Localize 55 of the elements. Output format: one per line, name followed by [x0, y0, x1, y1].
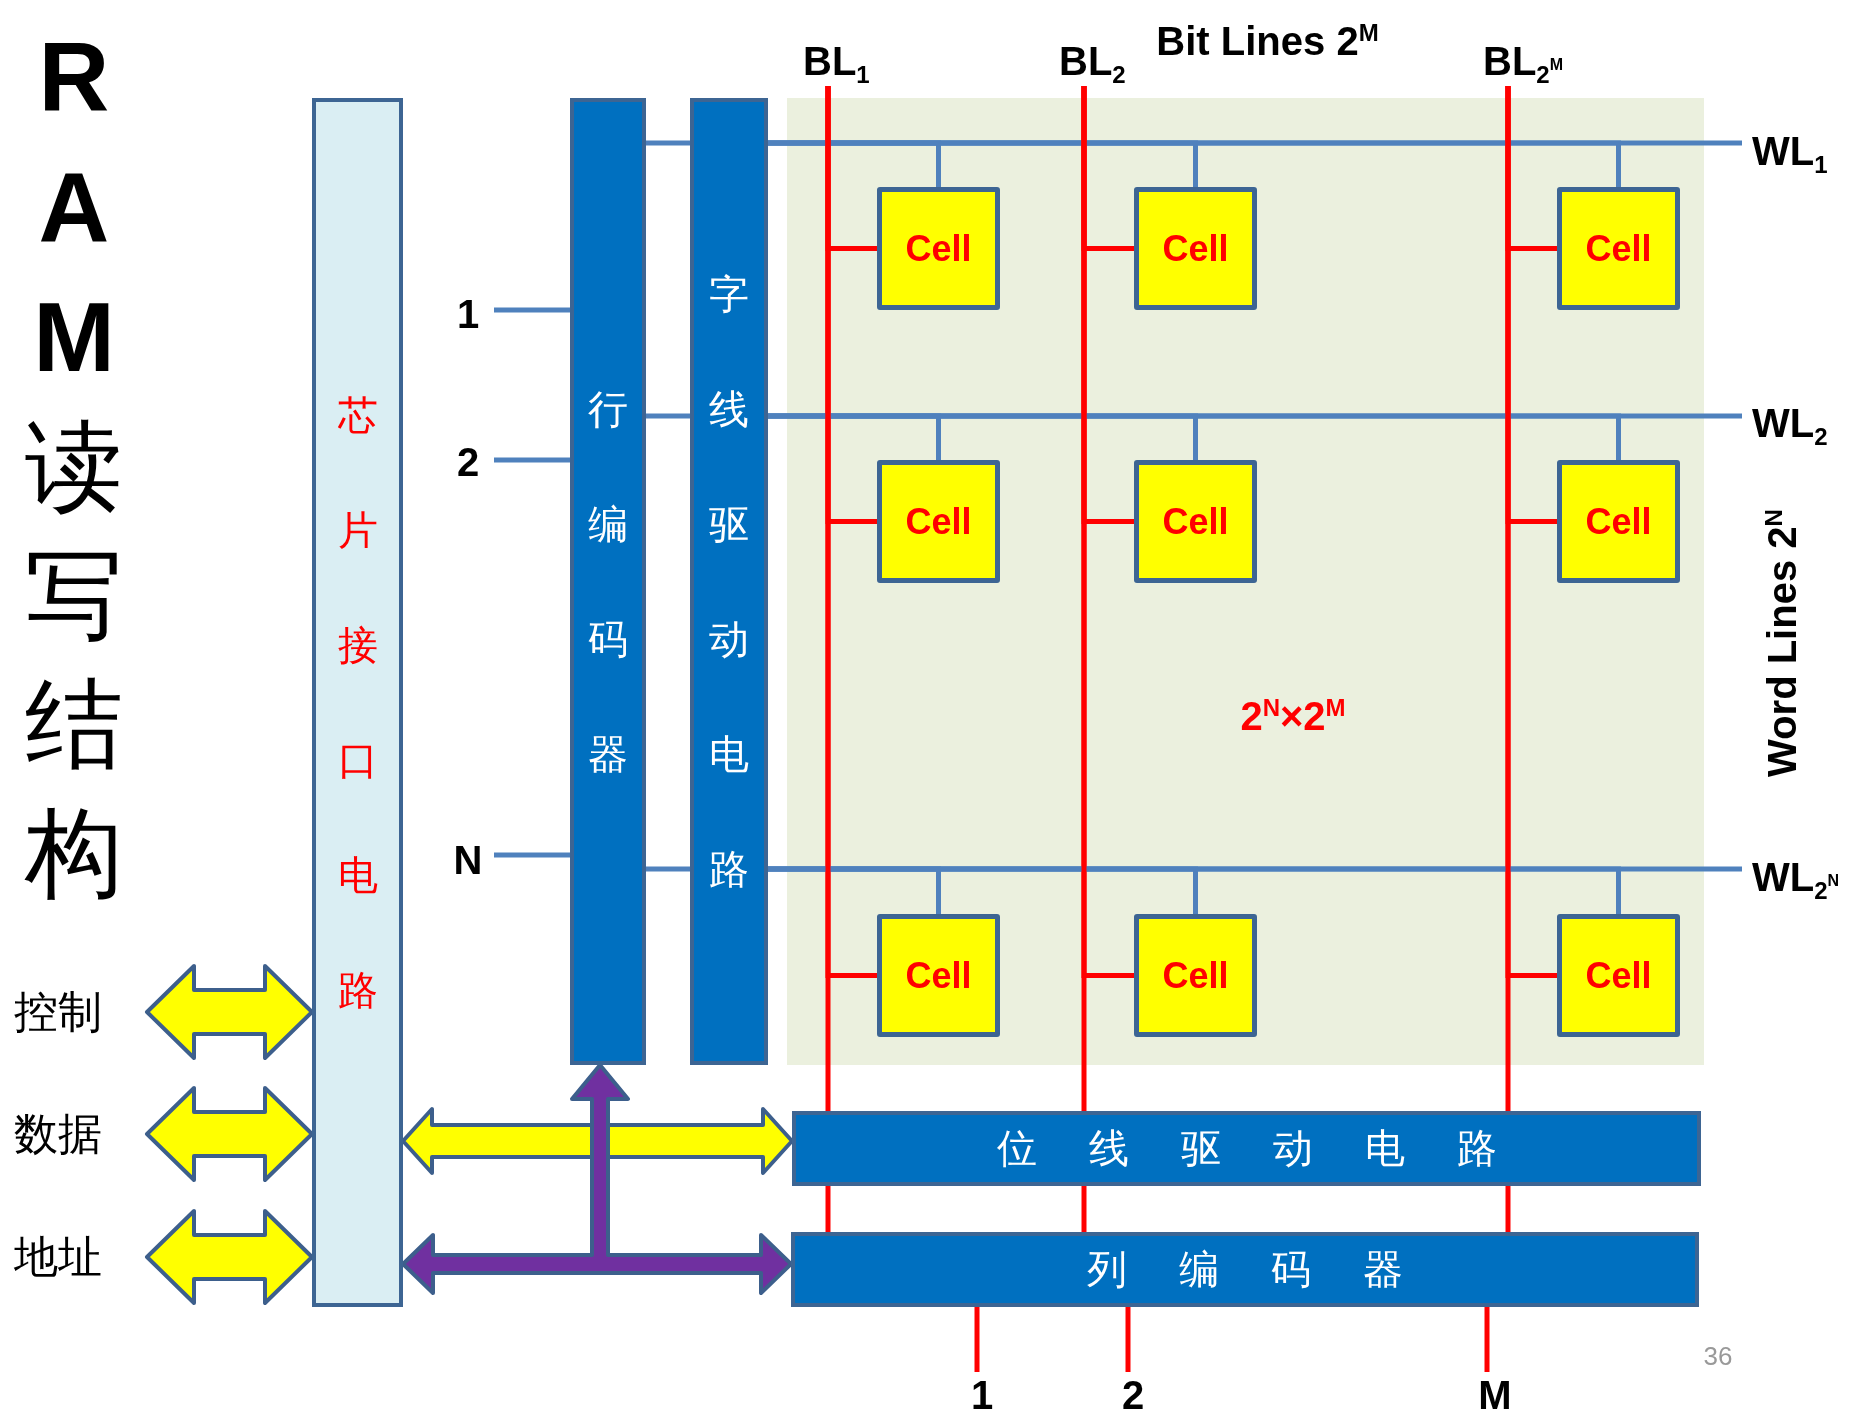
word-line-driver-box: 字线驱动电路 — [690, 98, 768, 1065]
bit-line — [1125, 1307, 1131, 1372]
address-line-label: 1 — [442, 293, 494, 335]
memory-cell: Cell — [1134, 187, 1257, 310]
memory-cell: Cell — [1134, 914, 1257, 1037]
array-size-label: 2$^{N}$×2$^{M}$ — [1239, 693, 1347, 734]
memory-cell: Cell — [1557, 187, 1680, 310]
interface-circuit-box: 芯片接口电路 — [312, 98, 403, 1307]
page-number: 36 — [1702, 1340, 1734, 1373]
bit-line — [825, 86, 877, 978]
bit-line — [1081, 86, 1134, 978]
axis-title: Bit Lines 2$^{M}$ — [1155, 18, 1380, 58]
block-arrow — [145, 1209, 314, 1305]
bit-line-driver-box: 位线驱动电路 — [792, 1111, 1701, 1186]
bit-line-label: BL$_{1}$ — [803, 36, 883, 86]
memory-array-area — [787, 98, 1704, 1065]
word-line-label: WL$_{1}$ — [1742, 125, 1842, 177]
title: RAM读写结构 — [23, 21, 124, 910]
word-line — [768, 866, 1621, 914]
wire — [646, 866, 690, 872]
column-line-label: 1 — [962, 1372, 1002, 1410]
memory-cell: Cell — [1557, 460, 1680, 583]
signal-label: 数据 — [14, 1107, 147, 1162]
signal-label: 地址 — [14, 1230, 147, 1285]
wire — [646, 413, 690, 419]
bit-line-label: BL$_{2}$ — [1059, 36, 1139, 86]
bit-line — [974, 1307, 980, 1372]
word-line — [768, 140, 1621, 187]
bit-line — [1505, 1186, 1511, 1232]
wire — [494, 307, 570, 313]
column-line-label: M — [1472, 1372, 1518, 1410]
memory-cell: Cell — [1134, 460, 1257, 583]
word-line-label: WL$_{2}$ — [1742, 397, 1842, 449]
memory-cell: Cell — [877, 460, 1000, 583]
block-arrow — [401, 1107, 794, 1175]
bit-line — [1484, 1307, 1490, 1372]
bit-line — [1081, 1186, 1087, 1232]
bit-line — [825, 1186, 831, 1232]
address-line-label: N — [442, 839, 494, 881]
wire — [646, 140, 690, 146]
memory-cell: Cell — [877, 187, 1000, 310]
memory-cell: Cell — [1557, 914, 1680, 1037]
column-decoder-box: 列编码器 — [791, 1232, 1699, 1307]
block-arrow — [145, 964, 314, 1060]
column-line-label: 2 — [1113, 1372, 1153, 1410]
block-arrow — [145, 1086, 314, 1182]
block-arrow — [401, 1063, 793, 1295]
bit-line — [1505, 86, 1557, 978]
wire — [494, 852, 570, 858]
row-decoder-box: 行编码器 — [570, 98, 646, 1065]
wire — [494, 457, 570, 463]
memory-cell: Cell — [877, 914, 1000, 1037]
word-line — [768, 413, 1621, 460]
signal-label: 控制 — [14, 985, 147, 1040]
address-line-label: 2 — [442, 441, 494, 483]
